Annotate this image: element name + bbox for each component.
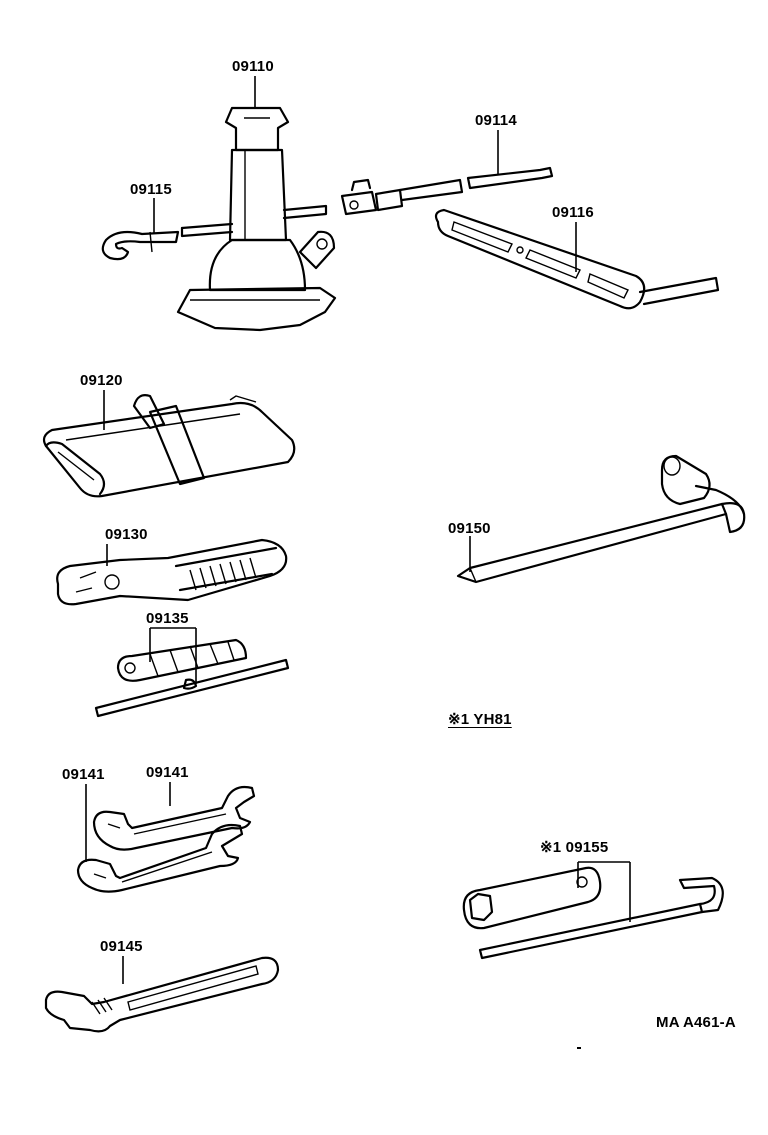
lug-wrench-icon xyxy=(456,454,746,584)
pliers-icon xyxy=(56,538,288,606)
part-label-09120: 09120 xyxy=(80,372,123,389)
part-label-09135: 09135 xyxy=(146,610,189,627)
handle-icon xyxy=(340,166,554,216)
part-label-09130: 09130 xyxy=(105,526,148,543)
part-label-09141-left: 09141 xyxy=(62,766,105,783)
hook-icon xyxy=(101,230,180,261)
screwdriver-icon xyxy=(94,638,290,718)
plug-wrench-icon xyxy=(462,866,724,960)
dot-mark xyxy=(577,1047,581,1049)
part-label-09155: ※1 09155 xyxy=(540,839,609,856)
lever-bar-icon xyxy=(434,208,720,310)
figure-code: MA A461-A xyxy=(656,1014,736,1031)
wrench-icon xyxy=(76,823,244,893)
part-label-09114: 09114 xyxy=(475,112,517,129)
wrench-icon xyxy=(92,785,256,851)
part-label-09145: 09145 xyxy=(100,938,143,955)
leader-lines xyxy=(85,76,631,984)
adjustable-wrench-icon xyxy=(44,956,280,1033)
part-label-09141-right: 09141 xyxy=(146,764,189,781)
tool-bag-icon xyxy=(42,394,296,498)
model-note: ※1 YH81 xyxy=(448,711,512,728)
part-label-09110: 09110 xyxy=(232,58,274,75)
part-label-09116: 09116 xyxy=(552,204,594,221)
part-label-09115: 09115 xyxy=(130,181,172,198)
part-label-09150: 09150 xyxy=(448,520,491,537)
jack-icon xyxy=(176,106,337,332)
